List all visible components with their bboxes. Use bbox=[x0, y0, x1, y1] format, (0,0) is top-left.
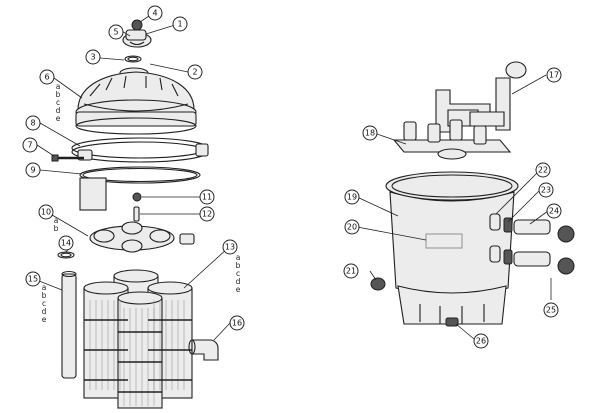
part13-sub-a: a bbox=[236, 253, 241, 262]
callout-10-label: 10 bbox=[41, 208, 51, 217]
callout-13: 13 bbox=[222, 239, 238, 255]
part6-sub-b: b bbox=[56, 90, 61, 99]
callout-8-label: 8 bbox=[30, 119, 35, 128]
part15-sub-e: e bbox=[42, 315, 47, 324]
callout-2-label: 2 bbox=[192, 68, 197, 77]
callout-2: 2 bbox=[187, 64, 203, 80]
part6-sub-c: c bbox=[56, 98, 60, 107]
callout-17: 17 bbox=[546, 67, 562, 83]
clamp-bolt bbox=[51, 154, 84, 162]
callout-26: 26 bbox=[473, 333, 489, 349]
leader-lines bbox=[33, 13, 552, 341]
callout-3: 3 bbox=[85, 49, 101, 65]
callout-20: 20 bbox=[344, 219, 360, 235]
callout-1: 1 bbox=[172, 16, 188, 32]
callout-15-label: 15 bbox=[28, 275, 38, 284]
port-adapters bbox=[489, 213, 575, 275]
clamp-band bbox=[71, 137, 209, 163]
callout-5-label: 5 bbox=[113, 28, 118, 37]
callout-11-label: 11 bbox=[202, 193, 212, 202]
manifold-o-ring bbox=[57, 251, 75, 259]
callout-8: 8 bbox=[25, 115, 41, 131]
callout-12: 12 bbox=[199, 206, 215, 222]
part15-sub-b: b bbox=[42, 291, 47, 300]
callout-7: 7 bbox=[22, 137, 38, 153]
part6-sub-a: a bbox=[56, 82, 61, 91]
part15-sub-c: c bbox=[42, 299, 46, 308]
callout-3-label: 3 bbox=[90, 53, 95, 62]
callout-22: 22 bbox=[535, 162, 551, 178]
callout-17-label: 17 bbox=[549, 71, 559, 80]
callout-24-label: 24 bbox=[549, 207, 559, 216]
callout-9: 9 bbox=[25, 162, 41, 178]
callout-5: 5 bbox=[108, 24, 124, 40]
air-tube bbox=[133, 206, 140, 222]
drain-elbow bbox=[188, 339, 219, 361]
warning-label bbox=[79, 177, 107, 211]
callout-12-label: 12 bbox=[202, 210, 212, 219]
callout-25: 25 bbox=[543, 302, 559, 318]
o-ring-small bbox=[124, 55, 142, 63]
pressure-gauge-assembly bbox=[122, 19, 152, 48]
callout-21-label: 21 bbox=[346, 267, 356, 276]
callout-25-label: 25 bbox=[546, 306, 556, 315]
callout-16: 16 bbox=[229, 315, 245, 331]
part13-sub-d: d bbox=[236, 277, 241, 286]
part13-sub-b: b bbox=[236, 261, 241, 270]
part10-sub-a: a bbox=[54, 216, 59, 225]
callout-14-label: 14 bbox=[61, 239, 71, 248]
callout-4: 4 bbox=[147, 5, 163, 21]
callout-21: 21 bbox=[343, 263, 359, 279]
part13-sub-c: c bbox=[236, 269, 240, 278]
callout-16-label: 16 bbox=[232, 319, 242, 328]
callout-14: 14 bbox=[58, 235, 74, 251]
callout-6: 6 bbox=[39, 69, 55, 85]
center-pipe bbox=[61, 270, 77, 379]
tank-lid-dome bbox=[75, 71, 197, 135]
callout-19: 19 bbox=[344, 189, 360, 205]
callout-20-label: 20 bbox=[347, 223, 357, 232]
callout-24: 24 bbox=[546, 203, 562, 219]
callout-23: 23 bbox=[538, 182, 554, 198]
tank-head-manifold bbox=[392, 119, 512, 160]
callout-1-label: 1 bbox=[177, 20, 182, 29]
cartridge-front bbox=[117, 291, 163, 409]
manifold-assembly bbox=[89, 221, 195, 253]
callout-26-label: 26 bbox=[476, 337, 486, 346]
callout-9-label: 9 bbox=[30, 166, 35, 175]
part6-sub-e: e bbox=[56, 114, 61, 123]
filter-cartridges bbox=[83, 269, 193, 409]
part6-sublabels: a b c d e bbox=[56, 82, 61, 123]
callout-10: 10 bbox=[38, 204, 54, 220]
drain-plug bbox=[370, 277, 386, 291]
callout-22-label: 22 bbox=[538, 166, 548, 175]
part15-sublabels: a b c d e bbox=[42, 283, 47, 324]
part6-sub-d: d bbox=[56, 106, 61, 115]
air-filter-cap bbox=[132, 192, 142, 202]
part13-sublabels: a b c d e bbox=[236, 253, 241, 294]
part15-sub-d: d bbox=[42, 307, 47, 316]
tank-o-ring bbox=[79, 166, 201, 184]
tank-body bbox=[385, 171, 519, 325]
callout-7-label: 7 bbox=[27, 141, 32, 150]
callout-23-label: 23 bbox=[541, 186, 551, 195]
drain-fitting bbox=[445, 317, 459, 327]
callout-19-label: 19 bbox=[347, 193, 357, 202]
callout-13-label: 13 bbox=[225, 243, 235, 252]
part10-sublabels: a b bbox=[54, 216, 59, 233]
callout-18: 18 bbox=[362, 125, 378, 141]
callout-6-label: 6 bbox=[44, 73, 49, 82]
part10-sub-b: b bbox=[54, 224, 59, 233]
part15-sub-a: a bbox=[42, 283, 47, 292]
callout-15: 15 bbox=[25, 271, 41, 287]
part13-sub-e: e bbox=[236, 285, 241, 294]
callout-18-label: 18 bbox=[365, 129, 375, 138]
callout-4-label: 4 bbox=[152, 9, 157, 18]
callout-11: 11 bbox=[199, 189, 215, 205]
